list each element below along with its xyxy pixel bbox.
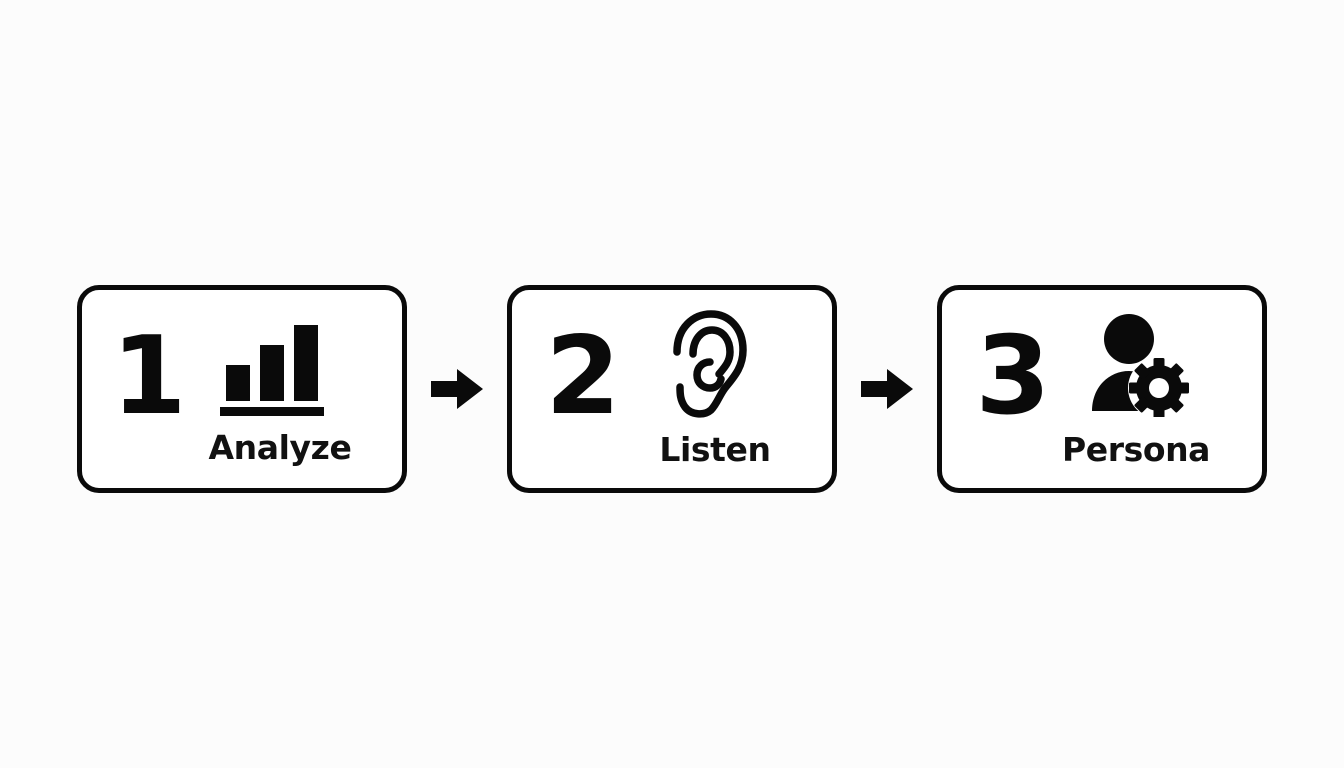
step-label-3: Persona [1061,429,1211,469]
arrow-right-icon [429,367,485,411]
step-label-2: Listen [659,429,771,469]
step-number-2: 2 [545,314,620,439]
step-number-1: 1 [111,314,186,439]
step-card-1[interactable]: 1 Analyze [77,285,407,493]
step-card-1-content: 1 Analyze [82,290,402,488]
user-gear-icon [1078,312,1198,418]
step-card-3-content: 3 [942,290,1262,488]
ear-icon [652,308,764,420]
arrow-right-icon [859,367,915,411]
step-label-1: Analyze [208,427,352,467]
step-number-3: 3 [975,314,1050,439]
flow-row: 1 Analyze [0,285,1344,493]
step-card-2[interactable]: 2 Listen [507,285,837,493]
bar-chart-icon [212,316,332,422]
step-card-2-content: 2 Listen [512,290,832,488]
step-card-3[interactable]: 3 [937,285,1267,493]
connector-2 [837,359,937,419]
connector-1 [407,359,507,419]
